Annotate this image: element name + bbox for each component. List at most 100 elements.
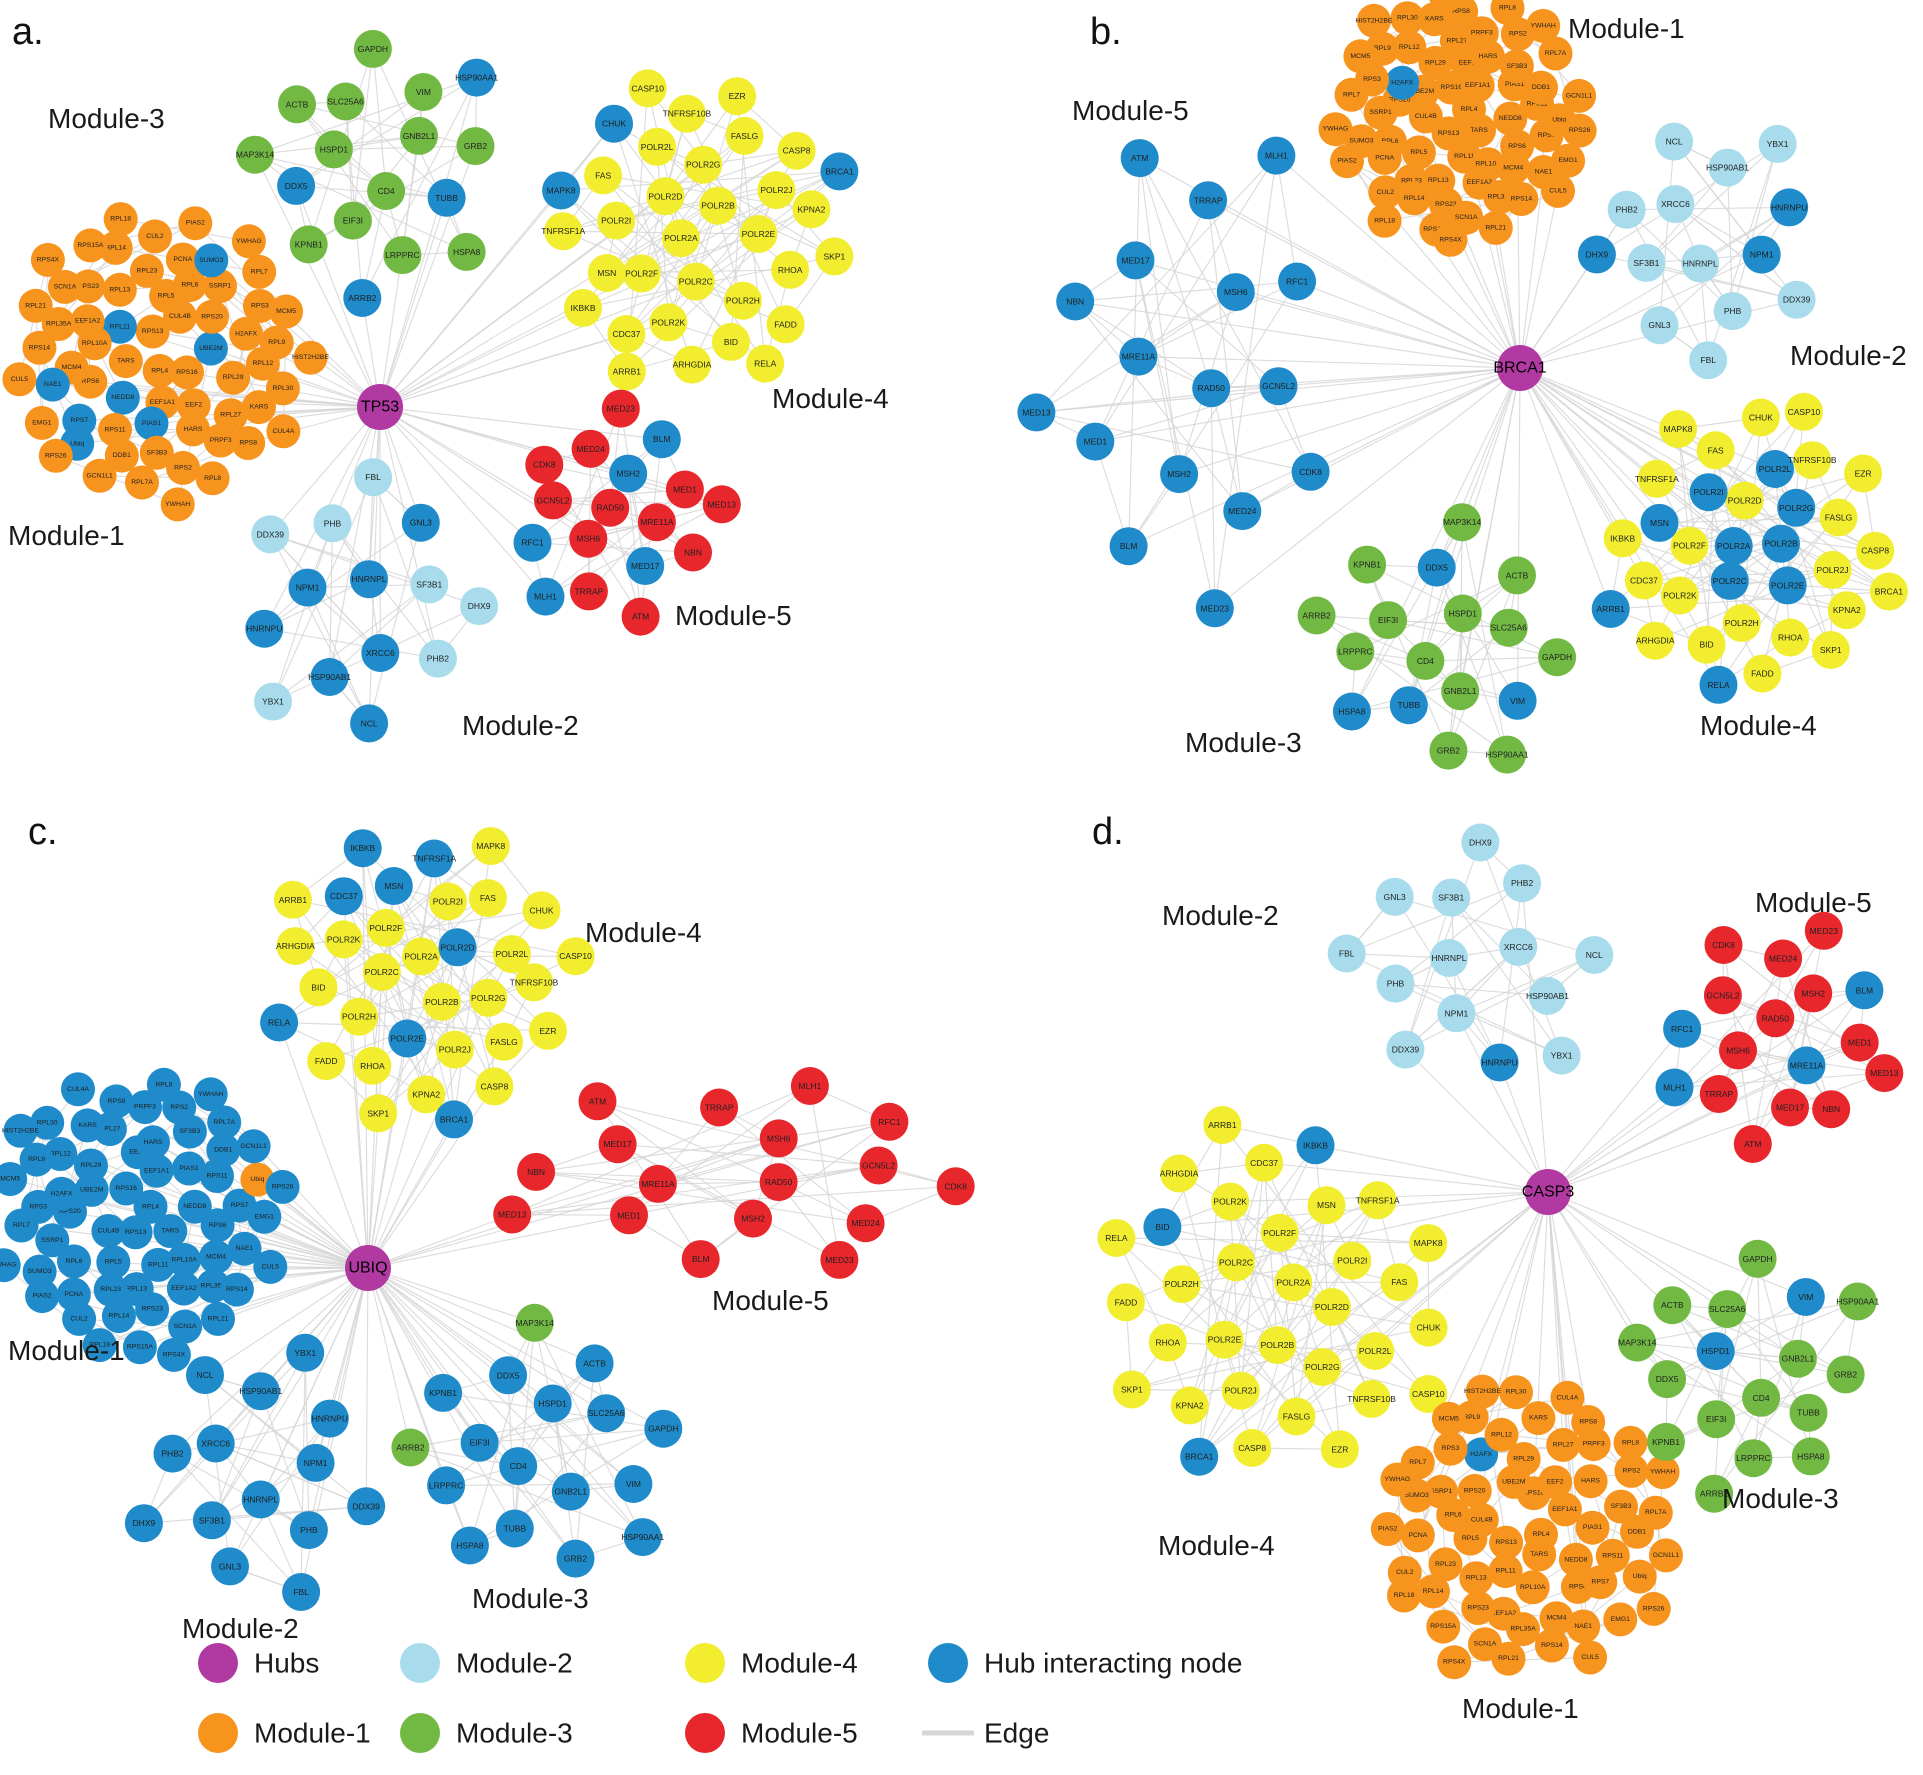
gene-node — [1689, 341, 1728, 380]
gene-node — [1397, 181, 1432, 216]
gene-node — [424, 1373, 463, 1412]
edge — [1279, 1232, 1429, 1244]
gene-node — [1148, 1323, 1187, 1362]
panel-letter: d. — [1092, 811, 1124, 853]
gene-node — [1551, 143, 1586, 178]
gene-node — [1770, 188, 1809, 227]
module-label: Module-2 — [1790, 340, 1907, 371]
gene-node — [1687, 625, 1726, 664]
gene-node — [1636, 621, 1675, 660]
legend-label: Module-4 — [741, 1648, 858, 1679]
gene-node — [1604, 1489, 1638, 1524]
gene-node — [193, 1077, 228, 1112]
edge — [1115, 1237, 1169, 1343]
hub-label: CASP3 — [1522, 1184, 1575, 1201]
gene-node — [569, 572, 608, 611]
hub-label: TP53 — [361, 399, 399, 416]
gene-node — [125, 465, 159, 500]
edge — [1547, 1191, 1589, 1423]
gene-node — [700, 1088, 739, 1127]
edge — [628, 1107, 720, 1216]
gene-node — [1614, 1453, 1649, 1488]
gene-node — [723, 281, 762, 320]
gene-node — [1648, 1360, 1687, 1399]
edge — [367, 1267, 535, 1324]
edge — [306, 587, 370, 724]
edge — [588, 489, 686, 592]
gene-node — [1719, 1031, 1757, 1070]
gene-node — [1245, 1143, 1284, 1182]
gene-node — [0, 1248, 21, 1283]
edge — [410, 1446, 643, 1538]
gene-node — [139, 435, 174, 470]
gene-node — [1786, 1278, 1825, 1316]
gene-node — [1417, 548, 1456, 587]
gene-node — [168, 1309, 203, 1344]
gene-node — [1296, 1126, 1335, 1165]
edge — [368, 522, 422, 724]
gene-node — [1488, 1554, 1523, 1589]
edge — [1517, 367, 1521, 701]
module-label: Module-1 — [8, 520, 125, 551]
legend-label: Module-1 — [254, 1718, 371, 1749]
edge — [269, 534, 370, 724]
edge — [1547, 1191, 1799, 1360]
edge — [172, 1267, 369, 1455]
gene-node — [435, 1100, 473, 1139]
edge — [1519, 367, 1681, 596]
gene-node — [859, 1146, 898, 1185]
gene-node — [1722, 604, 1761, 642]
gene-node — [1416, 1574, 1450, 1609]
gene-node — [1689, 473, 1728, 512]
edge — [1178, 367, 1521, 475]
gene-node — [1819, 498, 1858, 537]
nodes-panel-c: POLR2APOLR2BPOLR2CPOLR2DPOLR2EPOLR2FPOLR… — [0, 827, 975, 1611]
gene-node — [1260, 1213, 1299, 1252]
gene-node — [587, 254, 626, 292]
gene-node — [1742, 1378, 1781, 1417]
gene-node — [1708, 1290, 1747, 1329]
gene-node — [1160, 1154, 1199, 1193]
edge — [1450, 897, 1563, 1056]
gene-node — [460, 1423, 499, 1462]
gene-node — [1217, 1243, 1255, 1282]
gene-node — [245, 609, 284, 648]
edge — [1116, 1237, 1294, 1283]
gene-node — [673, 345, 711, 384]
gene-node — [493, 1195, 532, 1234]
gene-node — [1865, 1054, 1904, 1093]
gene-node — [313, 504, 352, 543]
gene-node — [1430, 939, 1468, 977]
gene-node — [1777, 280, 1816, 319]
gene-node — [366, 908, 405, 947]
gene-node — [286, 1333, 325, 1372]
gene-node — [1640, 306, 1679, 345]
edge — [329, 1267, 369, 1419]
gene-node — [790, 1067, 829, 1105]
edge — [379, 406, 662, 440]
gene-node — [129, 253, 164, 288]
hub-node — [357, 384, 403, 430]
gene-node — [1297, 596, 1336, 635]
gene-node — [146, 1067, 181, 1102]
edge — [1276, 155, 1521, 369]
edge — [1346, 882, 1523, 955]
gene-node — [575, 1344, 614, 1383]
gene-node — [649, 303, 688, 342]
gene-node — [1827, 591, 1866, 630]
gene-node — [607, 352, 646, 391]
gene-node — [247, 1199, 282, 1234]
gene-node — [99, 1084, 134, 1119]
gene-node — [771, 250, 810, 289]
edge — [479, 1428, 664, 1444]
gene-node — [1607, 190, 1646, 229]
gene-node — [1562, 78, 1597, 113]
gene-node — [1794, 974, 1833, 1013]
edge — [172, 1453, 310, 1531]
edge — [1408, 567, 1438, 706]
edge — [379, 77, 478, 408]
gene-node — [133, 1189, 168, 1224]
gene-node — [1443, 594, 1482, 633]
gene-node — [219, 1272, 254, 1307]
gene-node — [401, 503, 440, 542]
